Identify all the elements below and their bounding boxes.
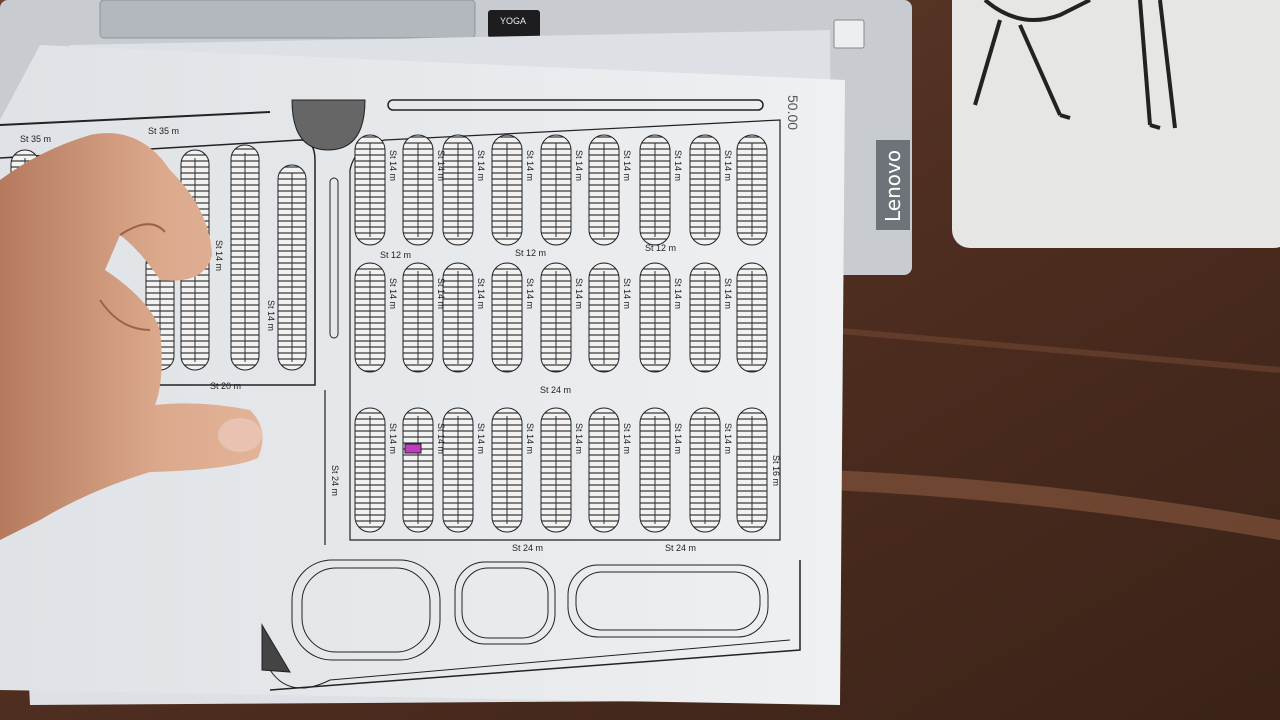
street-label: St 24 m — [665, 543, 696, 553]
road-outline — [269, 639, 791, 689]
street-label: St 12 m — [515, 248, 546, 258]
street-label: St 20 m — [210, 381, 241, 391]
knuckle-crease — [99, 299, 151, 331]
street-label: St 14 m — [388, 278, 398, 309]
yoga-badge-text: YOGA — [500, 16, 526, 26]
street-label: St 14 m — [723, 150, 733, 181]
laptop-touchpad — [99, 0, 476, 39]
loop-block — [575, 571, 761, 631]
street-label: St 14 m — [574, 278, 584, 309]
loop-block — [301, 567, 431, 653]
street-label: St 24 m — [512, 543, 543, 553]
street-label: St 24 m — [330, 465, 340, 496]
street-label: St 14 m — [436, 423, 446, 454]
lenovo-logo-text: Lenovo — [881, 150, 905, 222]
street-label: St 24 m — [540, 385, 571, 395]
lenovo-badge — [876, 140, 910, 230]
hand — [0, 133, 263, 540]
street-label: St 35 m — [20, 134, 51, 144]
street-label: St 12 m — [645, 243, 676, 253]
mouse-pad — [952, 0, 1280, 248]
street-label: St 14 m — [723, 278, 733, 309]
street-label: St 14 m — [436, 278, 446, 309]
loop-block — [291, 559, 441, 661]
road-outline — [269, 560, 801, 691]
street-label: St 14 m — [436, 150, 446, 181]
street-label: St 14 m — [622, 150, 632, 181]
corner-triangle — [261, 623, 291, 673]
street-label: St 14 m — [476, 423, 486, 454]
yoga-badge — [488, 10, 540, 38]
wood-grain — [829, 327, 1280, 373]
highlighted-plot — [404, 443, 422, 454]
street-label: St 35 m — [148, 126, 179, 136]
plan-dimension: 50.00 — [785, 95, 801, 130]
street-label: St 14 m — [388, 150, 398, 181]
loop-block — [567, 564, 769, 638]
street-label: St 14 m — [574, 150, 584, 181]
loop-block — [454, 561, 556, 645]
street-label: St 14 m — [476, 150, 486, 181]
street-label: St 14 m — [214, 240, 224, 271]
thumbnail-nail — [218, 418, 262, 452]
street-label: St 14 m — [525, 278, 535, 309]
street-label: St 14 m — [476, 278, 486, 309]
plot-blocks — [10, 134, 768, 533]
street-label: St 14 m — [673, 278, 683, 309]
roundabout — [291, 99, 366, 151]
street-label: St 12 m — [380, 250, 411, 260]
street-label: St 14 m — [388, 423, 398, 454]
street-label: St 14 m — [525, 150, 535, 181]
knuckle-crease — [119, 223, 166, 236]
street-label: St 14 m — [266, 300, 276, 331]
site-plan-drawing — [0, 99, 801, 691]
wood-grain — [830, 470, 1280, 540]
street-label: St 14 m — [673, 150, 683, 181]
street-labels: St 35 m St 35 m St 20 m St 12 m St 12 m … — [20, 95, 801, 553]
street-labels-st14: St 14 m St 14 m St 14 m St 14 m St 14 m St 14… — [388, 150, 733, 454]
street-label: St 14 m — [723, 423, 733, 454]
laptop-indicator — [833, 19, 865, 49]
street-label: St 14 m — [525, 423, 535, 454]
median-strip — [329, 177, 339, 339]
street-label: St 14 m — [622, 278, 632, 309]
street-label: St 14 m — [622, 423, 632, 454]
loop-block — [461, 567, 549, 639]
road-outline — [0, 111, 271, 126]
hand-shape — [0, 133, 263, 540]
median-strip — [387, 99, 764, 111]
street-label: St 16 m — [771, 455, 781, 486]
deer-drawing — [973, 0, 1177, 130]
street-label: St 14 m — [574, 423, 584, 454]
street-label: St 14 m — [673, 423, 683, 454]
